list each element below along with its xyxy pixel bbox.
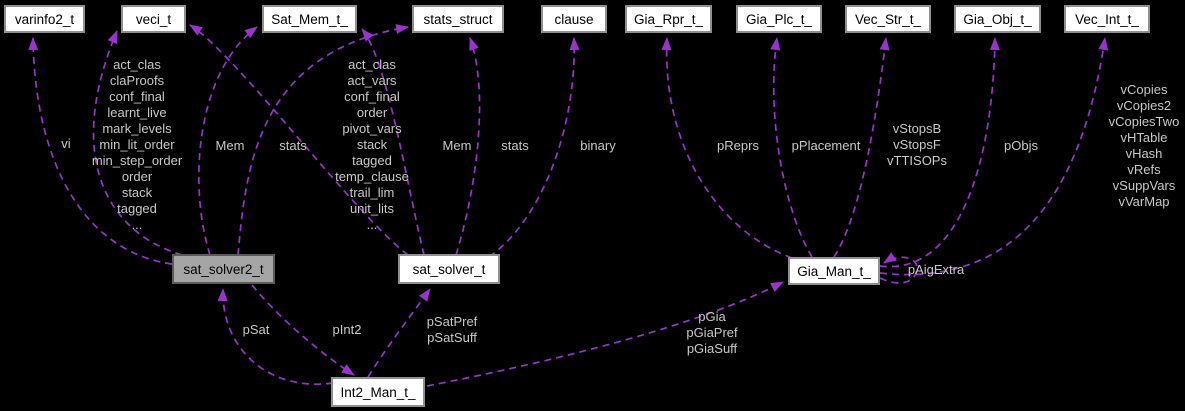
member-name: vCopies [1120, 82, 1168, 97]
member-name: pSatSuff [427, 330, 477, 345]
member-name: conf_final [344, 89, 400, 104]
member-name: tagged [117, 201, 157, 216]
edge-label-stats-left: stats [279, 138, 307, 153]
edge-label-mem-right: Mem [442, 138, 472, 153]
member-name: act_clas [348, 57, 396, 72]
node-Gia_Rpr_t_[interactable]: Gia_Rpr_t_ [625, 5, 712, 33]
node-Sat_Mem_t_[interactable]: Sat_Mem_t_ [262, 5, 357, 33]
member-name: vCopiesTwo [1108, 114, 1180, 129]
member-name: min_step_order [91, 153, 183, 168]
node-sat_solver_t[interactable]: sat_solver_t [398, 254, 500, 284]
member-name: unit_lits [349, 201, 395, 216]
edge-label-vcopies: vCopies vCopies2 vCopiesTwo vHTable vHas… [1109, 82, 1180, 210]
node-sat_solver2_t-current: sat_solver2_t [172, 254, 275, 284]
node-Int2_Man_t_[interactable]: Int2_Man_t_ [331, 377, 425, 407]
node-varinfo2_t[interactable]: varinfo2_t [4, 5, 85, 33]
edge-stats-right [455, 37, 481, 256]
member-name: vCopies2 [1116, 98, 1172, 113]
member-name: temp_clause [335, 169, 409, 184]
member-name: pGiaPref [686, 325, 738, 340]
member-name: pGia [698, 309, 726, 324]
edge-solver-members [189, 24, 409, 256]
node-stats_struct[interactable]: stats_struct [412, 5, 504, 33]
edge-pAigExtra-self-loop [879, 252, 918, 284]
edge-vi [28, 37, 173, 265]
member-name: ... [366, 217, 378, 232]
edge-vcopies [879, 37, 1109, 276]
member-name: stack [121, 185, 153, 200]
edge-label-stats-right: stats [501, 138, 529, 153]
edge-label-pgia-group: pGia pGiaPref pGiaSuff [686, 309, 737, 357]
member-name: tagged [352, 153, 392, 168]
node-Gia_Obj_t_[interactable]: Gia_Obj_t_ [954, 5, 1041, 33]
node-Vec_Str_t_[interactable]: Vec_Str_t_ [845, 5, 931, 33]
edge-vstops [833, 37, 890, 258]
edge-pInt2 [251, 284, 355, 376]
edge-label-vstops: vStopsB vStopsF vTTISOPs [887, 121, 947, 169]
member-name: min_lit_order [99, 137, 175, 152]
edge-label-pSat: pSat [242, 322, 270, 337]
member-name: order [356, 105, 388, 120]
edge-label-solver-members: act_clas act_vars conf_final order pivot… [335, 57, 409, 233]
member-name: vHTable [1120, 130, 1168, 145]
member-name: learnt_live [107, 105, 167, 120]
edge-label-pReprs: pReprs [717, 138, 759, 153]
member-name: stack [356, 137, 388, 152]
edge-label-vi: vi [61, 136, 71, 151]
edge-pObjs [879, 37, 1000, 268]
edge-label-pAigExtra: pAigExtra [907, 262, 965, 277]
edge-label-pPlacement: pPlacement [791, 138, 861, 153]
edge-pGia-group [426, 281, 784, 387]
member-name: act_vars [347, 73, 397, 88]
member-name: act_clas [113, 57, 161, 72]
edge-label-psat-affixes: pSatPref pSatSuff [427, 314, 478, 346]
edge-label-solver2-members: act_clas claProofs conf_final learnt_liv… [92, 57, 182, 233]
member-name: vSuppVars [1112, 178, 1176, 193]
member-name: vStopsB [892, 121, 942, 136]
node-Vec_Int_t_[interactable]: Vec_Int_t_ [1064, 5, 1150, 33]
node-veci_t[interactable]: veci_t [121, 5, 186, 33]
edge-pPlacement [770, 37, 813, 258]
member-name: pSatPref [426, 314, 478, 329]
member-name: vVarMap [1118, 194, 1170, 209]
edge-stats-left [237, 24, 409, 256]
member-name: vStopsF [893, 137, 941, 152]
edge-label-mem-left: Mem [215, 138, 245, 153]
node-Gia_Man_t_[interactable]: Gia_Man_t_ [788, 257, 880, 285]
edge-pReprs [661, 37, 793, 259]
node-Gia_Plc_t_[interactable]: Gia_Plc_t_ [736, 5, 822, 33]
member-name: vRefs [1127, 162, 1161, 177]
edge-pSatPref-pSatSuff [367, 288, 431, 378]
member-name: pivot_vars [342, 121, 402, 136]
member-name: order [121, 169, 153, 184]
edge-mem-left [198, 26, 258, 256]
member-name: conf_final [109, 89, 165, 104]
edge-label-pInt2: pInt2 [332, 322, 362, 337]
member-name: mark_levels [102, 121, 172, 136]
node-clause[interactable]: clause [541, 5, 607, 33]
member-name: pGiaSuff [686, 341, 738, 356]
edge-binary [488, 37, 580, 258]
edge-pSat [217, 288, 334, 385]
edge-mem-right [361, 28, 425, 256]
member-name: claProofs [109, 73, 165, 88]
member-name: vTTISOPs [887, 153, 947, 168]
member-name: trail_lim [349, 185, 395, 200]
edge-label-binary: binary [580, 138, 616, 153]
member-name: ... [131, 217, 143, 232]
edge-solver2-members [92, 30, 183, 256]
edge-label-pObjs: pObjs [1004, 138, 1038, 153]
member-name: vHash [1125, 146, 1163, 161]
